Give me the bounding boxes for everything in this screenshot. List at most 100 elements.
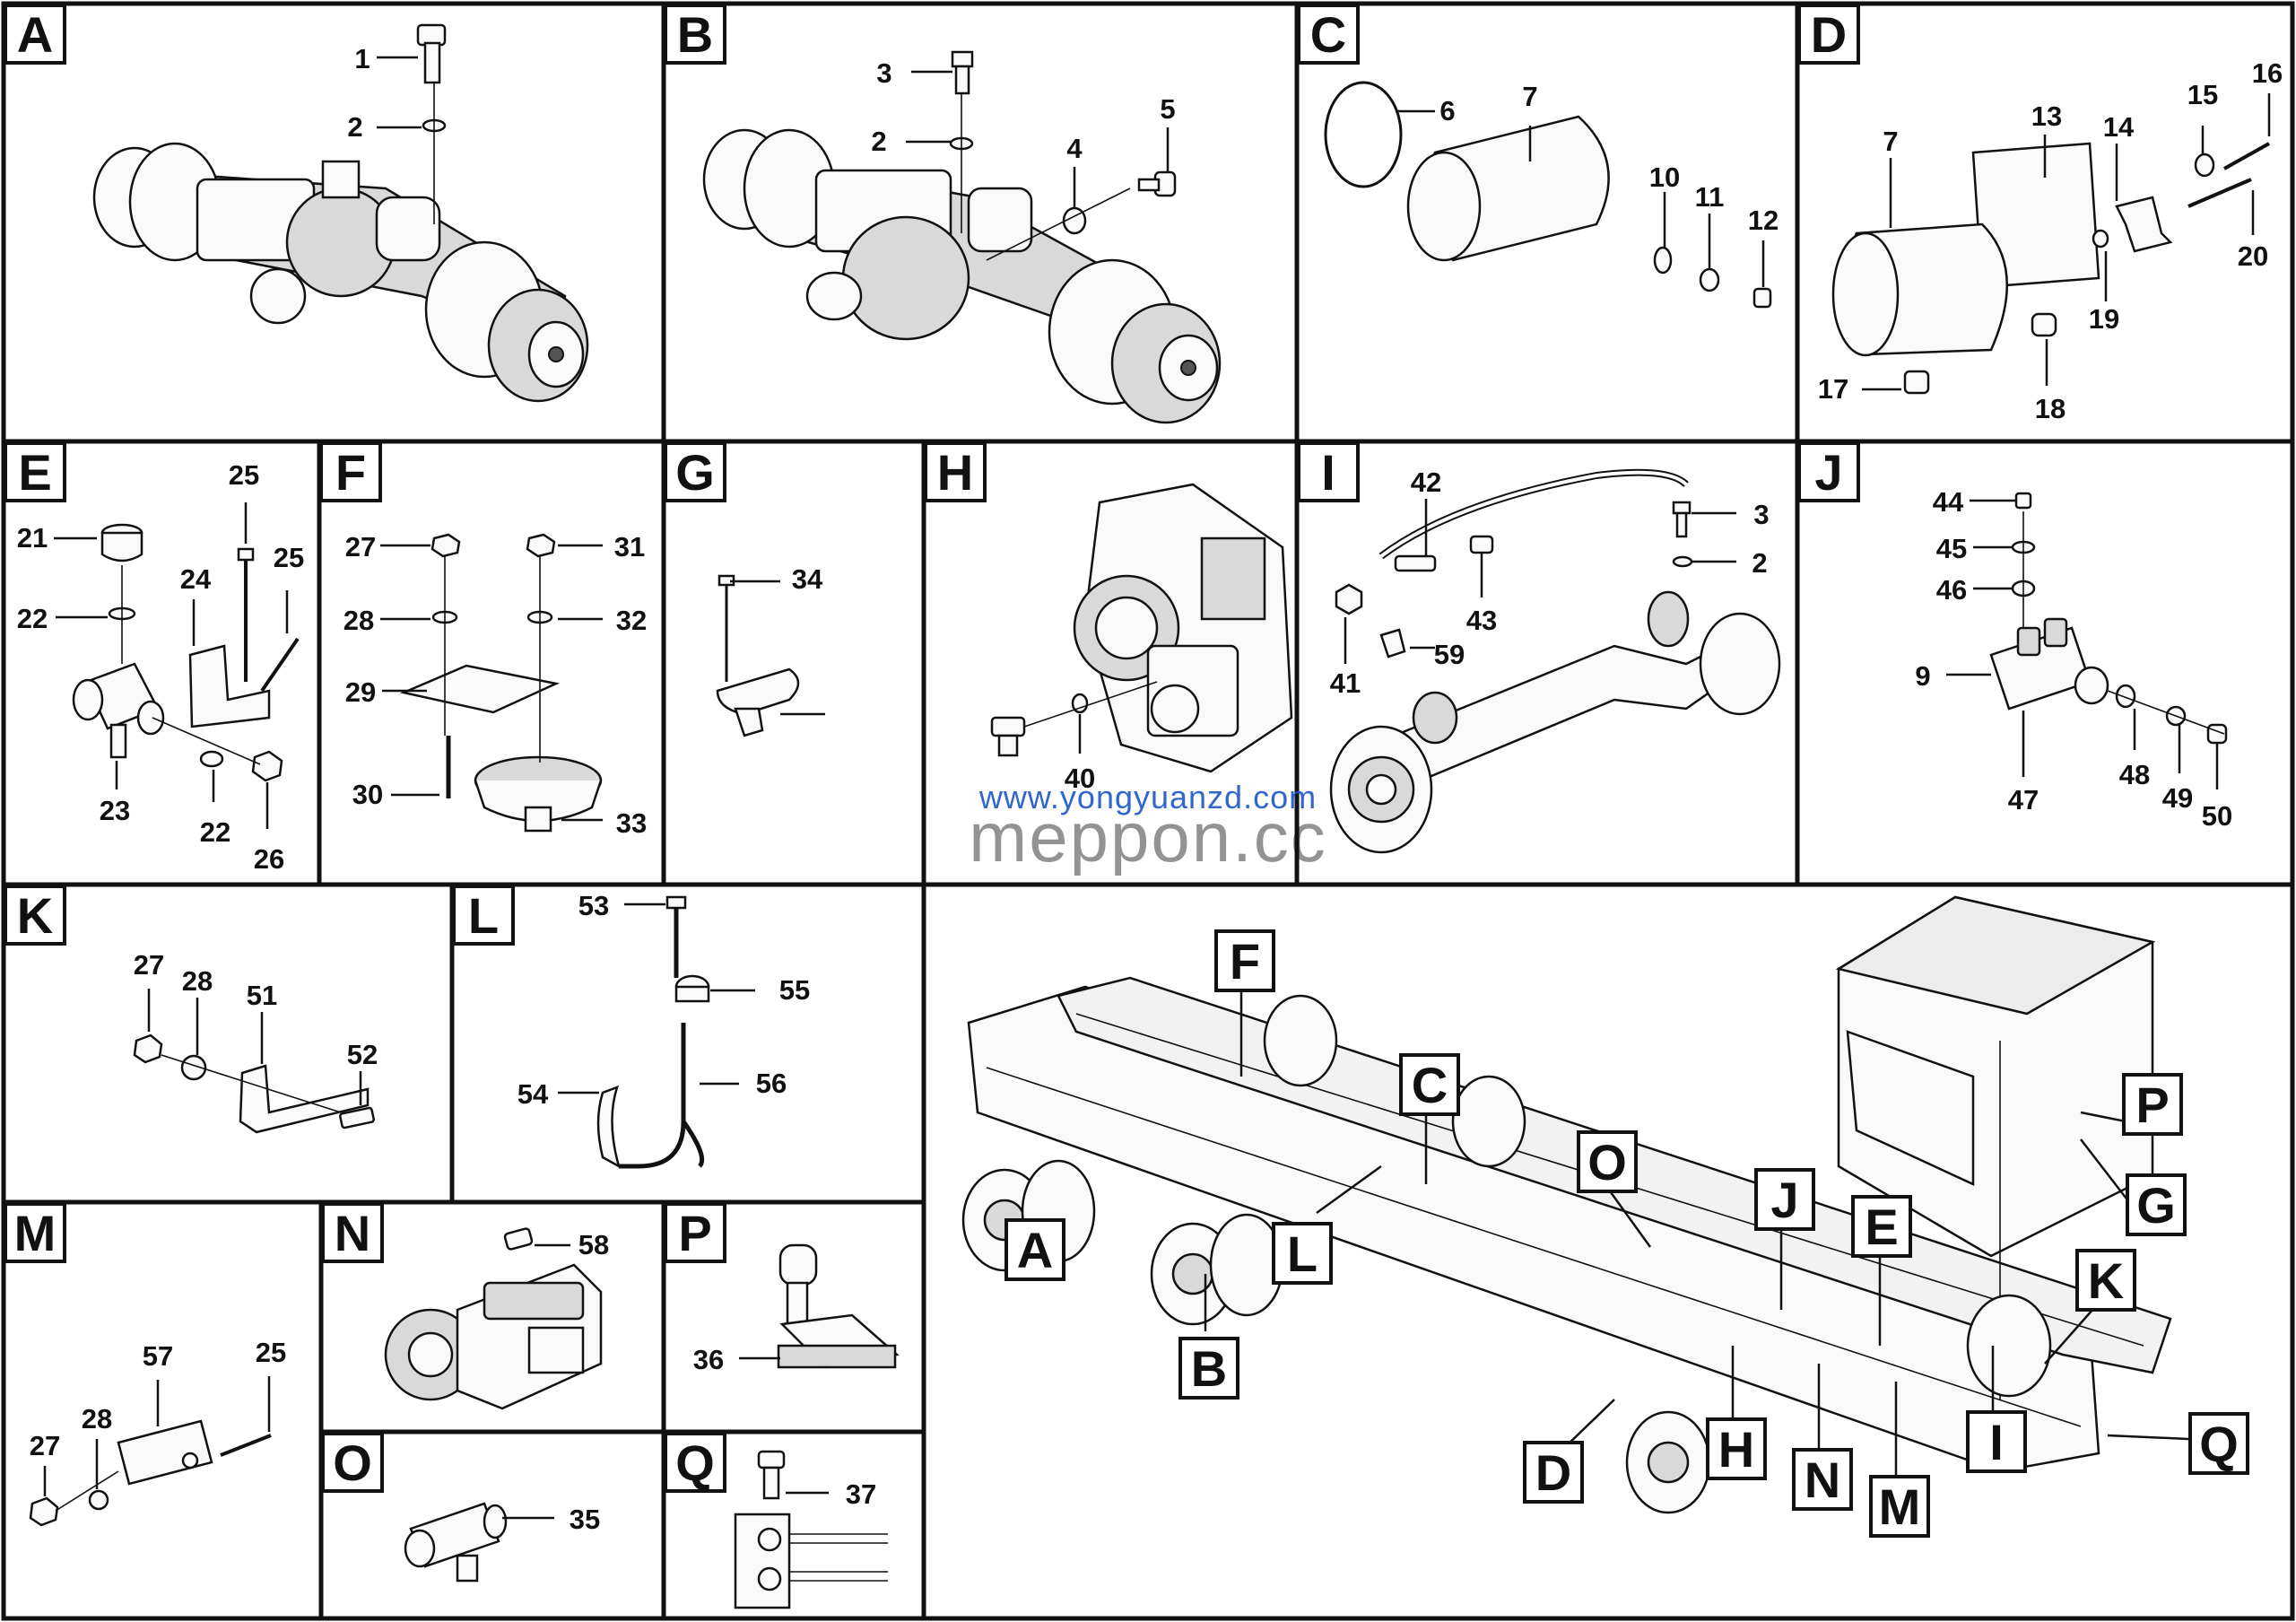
overview-label-k-text: K bbox=[2088, 1252, 2124, 1309]
panel-label-g-text: G bbox=[675, 444, 715, 501]
panel-label-f: F bbox=[319, 441, 382, 502]
callout-f-27: 27 bbox=[345, 531, 376, 562]
panel-f bbox=[380, 533, 603, 833]
panel-label-c-text: C bbox=[1310, 6, 1346, 63]
callout-a-2: 2 bbox=[347, 111, 362, 143]
callout-d-15: 15 bbox=[2187, 79, 2218, 110]
overview-label-d: D bbox=[1523, 1441, 1584, 1504]
callout-b-4: 4 bbox=[1066, 133, 1083, 164]
callout-m-57: 57 bbox=[143, 1340, 173, 1372]
clamp-56 bbox=[619, 1023, 705, 1169]
bolt-25-angled bbox=[260, 637, 300, 693]
panel-label-k-text: K bbox=[17, 887, 53, 944]
panel-label-e-text: E bbox=[18, 444, 51, 501]
callout-d-19: 19 bbox=[2089, 303, 2119, 335]
panel-label-l-text: L bbox=[468, 887, 499, 944]
panel-m bbox=[29, 1376, 272, 1527]
panel-o bbox=[404, 1502, 554, 1583]
overview-label-e-text: E bbox=[1865, 1199, 1898, 1255]
overview-label-e: E bbox=[1851, 1195, 1912, 1258]
plug-5 bbox=[1137, 170, 1177, 197]
panel-label-h-text: H bbox=[937, 444, 973, 501]
callout-d-18: 18 bbox=[2035, 393, 2066, 424]
washer-10 bbox=[1653, 246, 1673, 275]
nut-27k bbox=[133, 1033, 163, 1064]
overview-label-i-text: I bbox=[1989, 1414, 2004, 1470]
washer-22b bbox=[199, 750, 224, 768]
bracket-14 bbox=[2115, 196, 2173, 253]
callout-g-34: 34 bbox=[792, 563, 823, 595]
panel-n bbox=[384, 1227, 603, 1410]
callout-f-33: 33 bbox=[616, 807, 647, 839]
panel-label-b: B bbox=[664, 4, 726, 65]
panel-label-n: N bbox=[321, 1202, 384, 1263]
bolt-3 bbox=[951, 50, 974, 95]
callout-j-44: 44 bbox=[1933, 486, 1964, 518]
callout-m-27: 27 bbox=[30, 1430, 60, 1461]
overview-label-h: H bbox=[1706, 1417, 1767, 1480]
sensor-58 bbox=[503, 1227, 534, 1251]
fitting-39 bbox=[990, 716, 1026, 757]
overview-label-l-text: L bbox=[1287, 1225, 1318, 1282]
plug-12 bbox=[1752, 287, 1772, 309]
fitting-3i bbox=[1672, 501, 1692, 538]
callout-d-16: 16 bbox=[2252, 57, 2283, 89]
callout-m-28: 28 bbox=[82, 1403, 112, 1435]
panel-label-f-text: F bbox=[335, 444, 366, 501]
switch-38 bbox=[716, 667, 800, 737]
callout-c-12: 12 bbox=[1748, 205, 1779, 236]
bracket-plate bbox=[734, 1513, 791, 1609]
panel-g bbox=[716, 574, 825, 737]
block-57 bbox=[117, 1419, 213, 1486]
engine-illustration bbox=[384, 1263, 603, 1410]
seal-48 bbox=[2115, 684, 2136, 709]
overview-label-m-text: M bbox=[1879, 1478, 1921, 1535]
gearbox-illustration bbox=[1073, 483, 1293, 773]
clamp-band-6 bbox=[1324, 81, 1403, 188]
panel-label-k: K bbox=[4, 885, 66, 946]
overview-label-c: C bbox=[1399, 1053, 1460, 1116]
callout-j-49: 49 bbox=[2162, 782, 2193, 814]
tee-fitting-35 bbox=[404, 1502, 508, 1583]
overview-label-n-text: N bbox=[1805, 1452, 1840, 1508]
panel-label-a-text: A bbox=[17, 6, 53, 63]
callout-a-1: 1 bbox=[354, 43, 370, 74]
callout-j-9: 9 bbox=[1915, 660, 1930, 692]
overview-label-d-text: D bbox=[1535, 1444, 1571, 1501]
callout-d-20: 20 bbox=[2238, 240, 2268, 272]
nut-27 bbox=[430, 533, 461, 558]
cab bbox=[1835, 895, 2156, 1400]
callout-j-48: 48 bbox=[2119, 759, 2150, 790]
drain-17 bbox=[1903, 370, 1930, 395]
callout-i-2: 2 bbox=[1752, 547, 1767, 579]
callout-l-55: 55 bbox=[779, 974, 810, 1006]
panel-label-j: J bbox=[1797, 441, 1860, 502]
valve-33 bbox=[474, 755, 603, 833]
overview-label-o-text: O bbox=[1587, 1134, 1627, 1190]
overview-label-p: P bbox=[2122, 1073, 2183, 1136]
panel-label-o: O bbox=[321, 1432, 384, 1493]
callout-j-47: 47 bbox=[2008, 784, 2039, 815]
panel-label-q-text: Q bbox=[675, 1435, 715, 1491]
callout-f-28: 28 bbox=[344, 605, 374, 636]
overview-label-g: G bbox=[2126, 1173, 2187, 1236]
callout-f-30: 30 bbox=[352, 779, 383, 810]
bolt-16 bbox=[2223, 142, 2270, 170]
callout-l-53: 53 bbox=[578, 890, 609, 921]
valve-body-23 bbox=[72, 662, 165, 759]
callout-l-56: 56 bbox=[756, 1068, 787, 1099]
bolt-25m bbox=[220, 1434, 272, 1457]
overview-label-c-text: C bbox=[1412, 1057, 1448, 1113]
bracket-51 bbox=[239, 1064, 370, 1134]
panel-label-i-text: I bbox=[1321, 444, 1335, 501]
panel-label-n-text: N bbox=[335, 1205, 370, 1261]
callout-e-22: 22 bbox=[200, 816, 230, 848]
callout-p-36: 36 bbox=[693, 1344, 724, 1375]
panel-c bbox=[1324, 81, 1772, 309]
panel-label-d: D bbox=[1797, 4, 1860, 65]
callout-e-25: 25 bbox=[274, 542, 304, 573]
callout-c-11: 11 bbox=[1695, 181, 1725, 213]
plug-18 bbox=[2031, 312, 2057, 337]
